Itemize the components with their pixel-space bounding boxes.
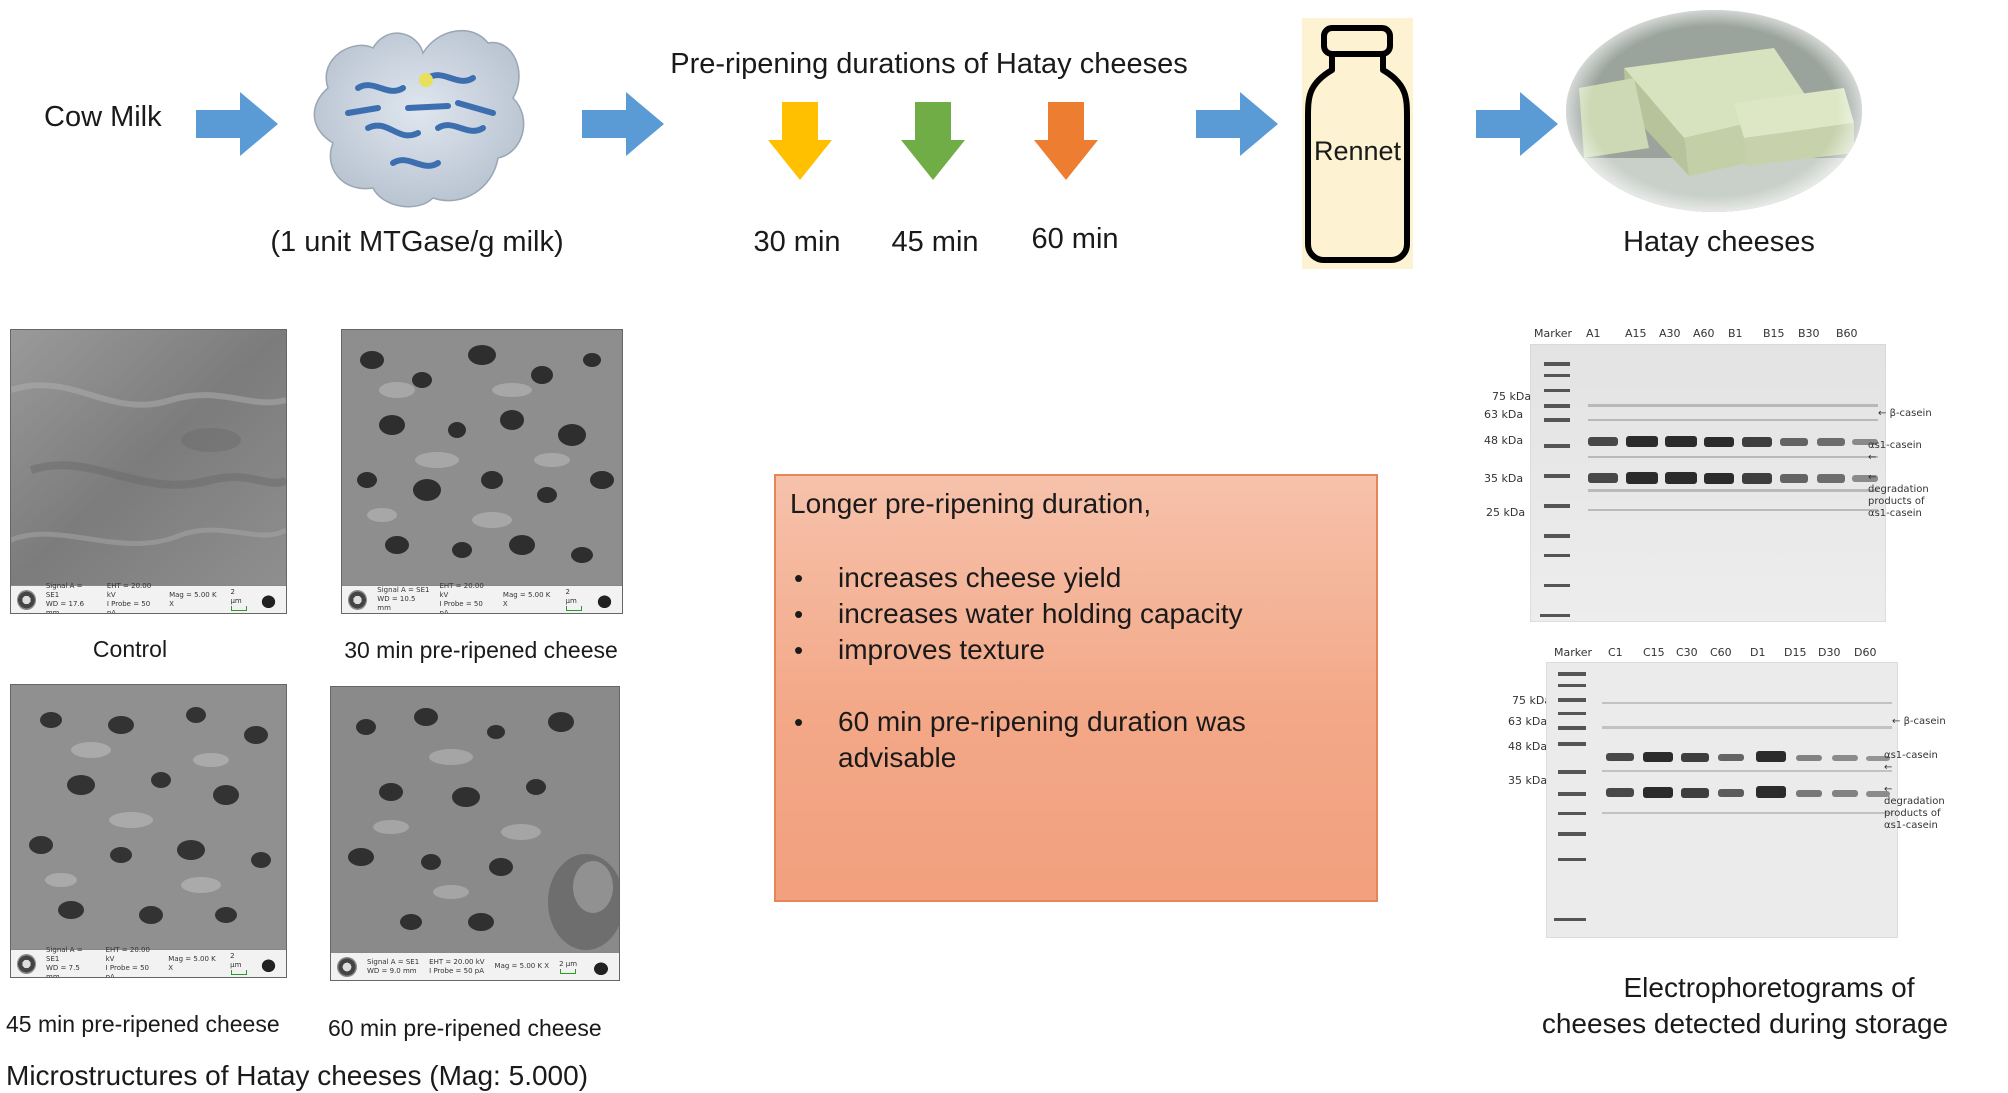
gel-bottom-image [1546, 662, 1898, 938]
gel-caption-line1: Electrophoretograms of [1623, 972, 1915, 1003]
flow-arrow-icon [582, 92, 664, 156]
preripening-title: Pre-ripening durations of Hatay cheeses [670, 48, 1188, 80]
gel-band-note-beta: ← β-casein [1878, 408, 1932, 419]
down-arrow-45-icon [901, 102, 965, 180]
gel-lane-label: B15 [1763, 327, 1785, 340]
down-arrow-60-icon [1034, 102, 1098, 180]
rennet-label: Rennet [1313, 136, 1402, 166]
gel-lane-label: D15 [1784, 646, 1807, 659]
gel-lane-label: D1 [1750, 646, 1766, 659]
sem-texture [342, 330, 622, 585]
duration-label-45: 45 min [891, 226, 979, 258]
gel-kda-label: 35 kDa [1484, 472, 1524, 485]
sem-caption-60min: 60 min pre-ripened cheese [328, 1015, 602, 1041]
sem-logo-icon [17, 953, 37, 974]
gel-lane-label: A60 [1693, 327, 1715, 340]
enzyme-caption: (1 unit MTGase/g milk) [270, 226, 564, 258]
gel-lane-label: C30 [1676, 646, 1698, 659]
gel-band-note-degradation: ← degradation products of αs1-casein [1884, 784, 1945, 831]
gel-band-note: degradation products of αs1-casein [1884, 796, 1945, 831]
flow-arrow-icon [1476, 92, 1558, 156]
gel-lane-label: C60 [1710, 646, 1732, 659]
gel-kda-label: 25 kDa [1486, 506, 1526, 519]
gel-lane-label: B1 [1728, 327, 1743, 340]
gel-band-note: αs1-casein [1868, 440, 1922, 451]
gel-bottom: Marker C1 C15 C30 C60 D1 D15 D30 D60 75 … [1488, 640, 2008, 940]
conclusion-bullet: increases water holding capacity [790, 596, 1362, 632]
sem-ant-logo-icon [592, 590, 616, 609]
gel-band-note-degradation: ← degradation products of αs1-casein [1868, 472, 1929, 519]
gel-lane-label: A1 [1586, 327, 1601, 340]
gel-lane-label: A30 [1659, 327, 1681, 340]
sem-logo-icon [337, 956, 357, 977]
gel-lane-label: D60 [1854, 646, 1877, 659]
gel-lane-label: D30 [1818, 646, 1841, 659]
gel-kda-label: 48 kDa [1484, 434, 1524, 447]
gel-lane-label: B30 [1798, 327, 1820, 340]
gel-caption-line2: cheeses detected during storage [1541, 1008, 1949, 1039]
cheese-caption: Hatay cheeses [1623, 226, 1815, 258]
flow-arrow-icon [1196, 92, 1278, 156]
gel-lane-label: Marker [1534, 327, 1573, 340]
bottle-icon [1305, 25, 1410, 263]
conclusion-bullet: increases cheese yield [790, 560, 1362, 596]
sem-caption-30min: 30 min pre-ripened cheese [344, 637, 618, 663]
gel-kda-label: 48 kDa [1508, 740, 1548, 753]
conclusion-bullets: increases cheese yield increases water h… [790, 560, 1362, 776]
gel-top-image [1530, 344, 1886, 622]
hatay-cheese-photo [1566, 10, 1862, 212]
flow-arrow-icon [196, 92, 278, 156]
gel-kda-label: 35 kDa [1508, 774, 1548, 787]
gel-lane-label: C15 [1643, 646, 1665, 659]
gel-kda-label: 63 kDa [1508, 715, 1548, 728]
gel-band-note: β-casein [1903, 716, 1946, 727]
gel-lane-label: C1 [1608, 646, 1623, 659]
sem-logo-icon [17, 589, 36, 610]
gel-lane-label: Marker [1554, 646, 1593, 659]
rennet-bottle: Rennet [1302, 18, 1413, 269]
sem-logo-icon [348, 589, 368, 610]
conclusion-heading: Longer pre-ripening duration, [790, 488, 1152, 519]
cow-milk-label: Cow Milk [44, 101, 162, 133]
duration-label-60: 60 min [1031, 223, 1119, 255]
duration-label-30: 30 min [753, 226, 841, 258]
gel-kda-label: 63 kDa [1484, 408, 1524, 421]
gel-top: Marker A1 A15 A30 A60 B1 B15 B30 B60 75 … [1468, 322, 2008, 622]
sem-caption-45min: 45 min pre-ripened cheese [6, 1011, 280, 1037]
sem-caption-control: Control [92, 636, 168, 662]
gel-band-note: degradation products of αs1-casein [1868, 484, 1929, 519]
conclusion-box: Longer pre-ripening duration, increases … [774, 474, 1378, 902]
sem-texture [331, 687, 619, 952]
gel-lane-label: B60 [1836, 327, 1858, 340]
conclusion-bullet: 60 min pre-ripening duration was advisab… [790, 704, 1362, 776]
sem-ant-logo-icon [257, 590, 280, 609]
sem-ant-logo-icon [257, 954, 280, 973]
sem-texture [11, 330, 286, 585]
gel-lane-label: A15 [1625, 327, 1647, 340]
sem-texture [11, 685, 286, 949]
mtgase-protein-structure-icon [313, 29, 525, 208]
gel-band-note-alpha: αs1-casein← [1884, 750, 1938, 773]
down-arrow-30-icon [768, 102, 832, 180]
gel-kda-label: 75 kDa [1512, 694, 1552, 707]
gel-band-note-alpha: αs1-casein← [1868, 440, 1922, 463]
microstructures-title: Microstructures of Hatay cheeses (Mag: 5… [6, 1060, 589, 1091]
conclusion-bullet: improves texture [790, 632, 1362, 668]
gel-band-note: β-casein [1889, 408, 1932, 419]
gel-band-note: αs1-casein [1884, 750, 1938, 761]
gel-band-note-beta: ← β-casein [1892, 716, 1946, 727]
gel-kda-label: 75 kDa [1492, 390, 1532, 403]
sem-ant-logo-icon [589, 957, 613, 976]
